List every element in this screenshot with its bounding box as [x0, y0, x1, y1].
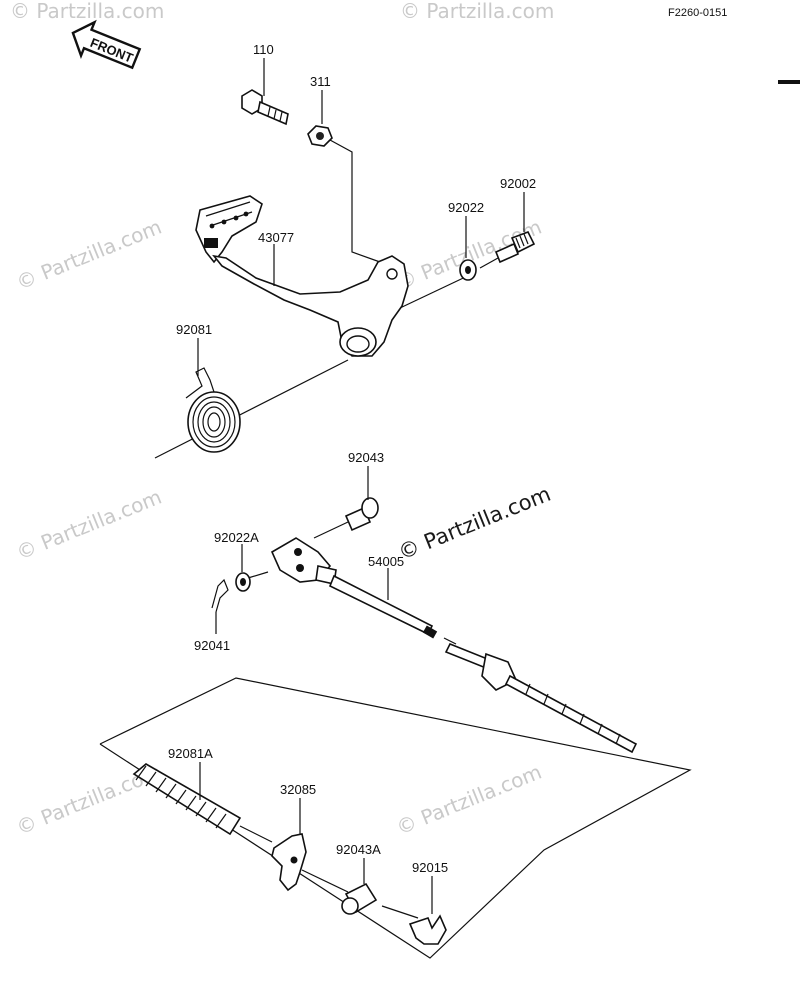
label-92041: 92041 [194, 638, 230, 653]
watermark-text: © Partzilla.com [400, 0, 554, 23]
pin-92043a [341, 882, 378, 915]
watermark-text: © Partzilla.com [13, 215, 165, 295]
label-92022: 92022 [448, 200, 484, 215]
label-32085: 32085 [280, 782, 316, 797]
washer-92022 [459, 259, 477, 281]
bolt-110 [241, 89, 289, 126]
watermark-text: © Partzilla.com [393, 760, 545, 840]
label-43077: 43077 [258, 230, 294, 245]
nut-311 [307, 125, 333, 147]
joint-32085 [271, 833, 307, 892]
diagram-code: F2260-0151 [668, 7, 727, 19]
watermark-text: © Partzilla.com [13, 485, 165, 565]
watermark-text: © Partzilla.com [10, 0, 164, 23]
watermark-text: © Partzilla.com [393, 215, 545, 295]
label-92081: 92081 [176, 322, 212, 337]
label-92015: 92015 [412, 860, 448, 875]
wing-nut-92015 [408, 914, 447, 945]
label-54005: 54005 [368, 554, 404, 569]
label-311: 311 [310, 74, 331, 89]
pivot-bolt-92002 [494, 230, 536, 264]
brake-pedal-43077 [195, 195, 409, 357]
clevis-pin-92043 [344, 497, 379, 532]
spring-92081 [185, 367, 241, 453]
watermark-text-foreground: © Partzilla.com [395, 482, 554, 565]
washer-92022a [235, 572, 251, 592]
cotter-pin-92041 [211, 578, 229, 613]
label-92022a: 92022A [214, 530, 259, 545]
brake-rod-54005 [270, 537, 638, 754]
label-110: 110 [253, 42, 274, 57]
front-arrow-icon: FRONT [71, 19, 142, 70]
label-92043a: 92043A [336, 842, 381, 857]
label-92002: 92002 [500, 176, 536, 191]
assembly-outline [99, 677, 692, 959]
edge-mark [778, 80, 800, 84]
label-92043: 92043 [348, 450, 384, 465]
label-92081a: 92081A [168, 746, 213, 761]
watermark-layer: © Partzilla.com © Partzilla.com © Partzi… [10, 0, 554, 840]
spring-92081a [132, 763, 242, 836]
